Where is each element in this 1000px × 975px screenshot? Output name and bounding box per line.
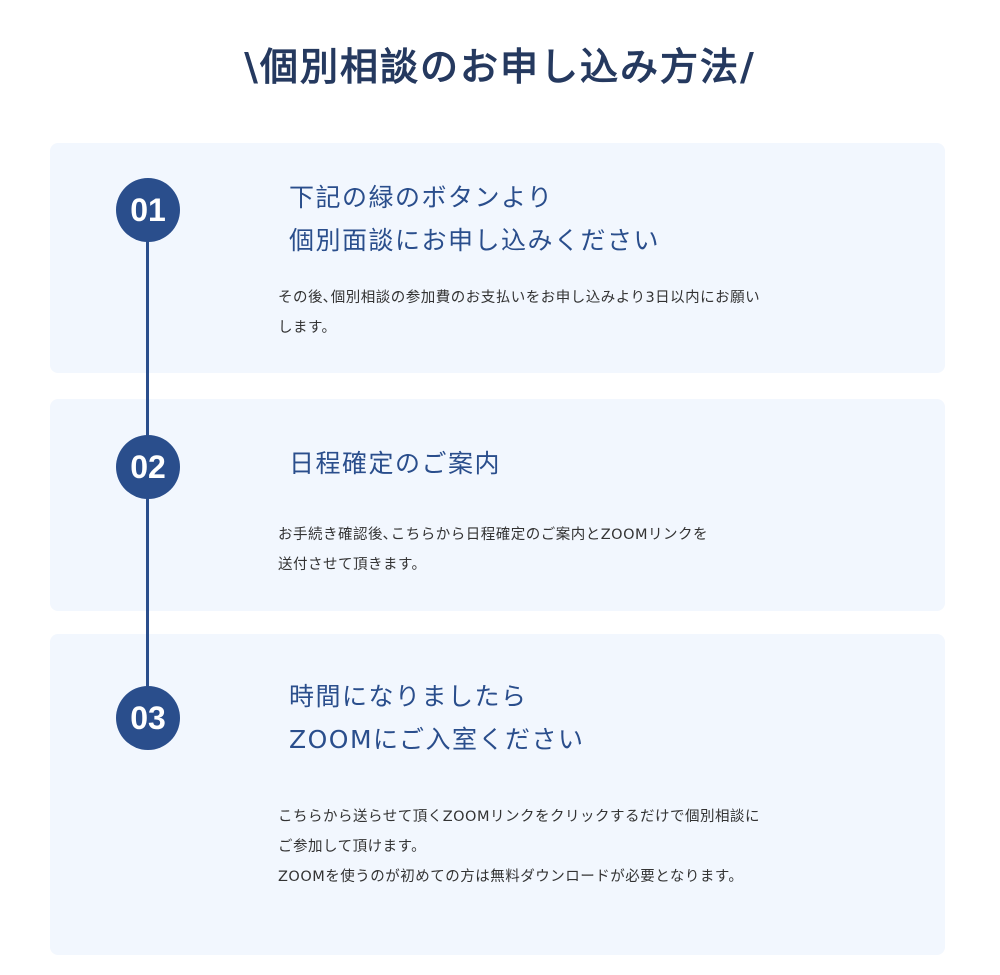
body-line: こちらから送らせて頂くZOOMリンクをクリックするだけで個別相談に xyxy=(278,809,760,825)
body-line: ZOOMを使うのが初めての方は無料ダウンロードが必要となります。 xyxy=(278,869,744,885)
title-line: 下記の緑のボタンより xyxy=(289,183,554,212)
body-line: 送付させて頂きます。 xyxy=(278,557,427,573)
body-line: お手続き確認後､こちらから日程確定のご案内とZOOMリンクを xyxy=(278,527,709,543)
step-card-1 xyxy=(50,143,945,373)
step-body-2: お手続き確認後､こちらから日程確定のご案内とZOOMリンクを 送付させて頂きます… xyxy=(278,520,708,580)
step-card-3 xyxy=(50,634,945,955)
step-body-3: こちらから送らせて頂くZOOMリンクをクリックするだけで個別相談に ご参加して頂… xyxy=(278,802,760,892)
body-line: ご参加して頂けます。 xyxy=(278,839,427,855)
title-line: 日程確定のご案内 xyxy=(289,449,502,478)
page-title: \個別相談のお申し込み方法/ xyxy=(244,45,756,89)
step-body-1: その後､個別相談の参加費のお支払いをお申し込みより3日以内にお願い します。 xyxy=(278,283,760,343)
step-title-1: 下記の緑のボタンより 個別面談にお申し込みください xyxy=(289,176,660,262)
step-number-1: 01 xyxy=(116,178,180,242)
body-line: その後､個別相談の参加費のお支払いをお申し込みより3日以内にお願い xyxy=(278,290,761,306)
step-number-3: 03 xyxy=(116,686,180,750)
step-card-2 xyxy=(50,399,945,611)
step-title-3: 時間になりましたら ZOOMにご入室ください xyxy=(289,675,585,761)
body-line: します。 xyxy=(278,320,337,336)
step-number-2: 02 xyxy=(116,435,180,499)
title-line: ZOOMにご入室ください xyxy=(289,725,585,754)
title-line: 時間になりましたら xyxy=(289,682,528,711)
step-title-2: 日程確定のご案内 xyxy=(289,442,501,485)
title-line: 個別面談にお申し込みください xyxy=(289,226,661,255)
